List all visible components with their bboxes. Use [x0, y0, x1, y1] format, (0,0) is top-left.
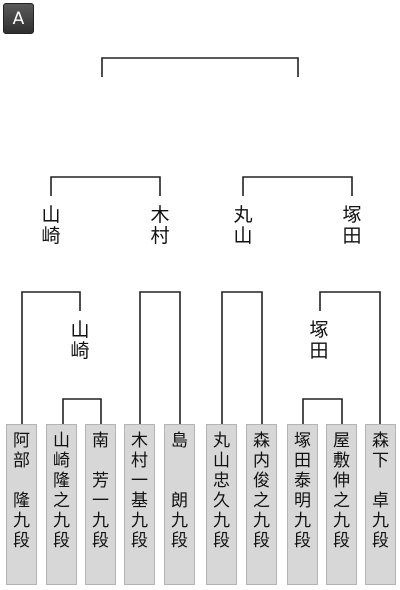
player-name: 森 内 俊 之 九 段 [253, 431, 270, 551]
semifinal-bracket-left [50, 176, 161, 196]
player-card: 屋 敷 伸 之 九 段 [326, 424, 357, 585]
player-card: 島 朗 九 段 [164, 424, 195, 585]
player-card: 阿 部 隆 九 段 [6, 424, 37, 585]
block-label-badge: A [3, 3, 34, 34]
player-card: 南 芳 一 九 段 [85, 424, 116, 585]
player-name: 島 朗 九 段 [171, 431, 188, 551]
player-card: 塚 田 泰 明 九 段 [287, 424, 318, 585]
final-bracket-line [101, 57, 299, 77]
player-name: 森 下 卓 九 段 [372, 431, 389, 551]
round1-winner-name: 塚 田 [309, 319, 329, 362]
player-card: 森 下 卓 九 段 [365, 424, 396, 585]
player-name: 南 芳 一 九 段 [92, 431, 109, 551]
prelim-bracket-tsukada-yashiki [302, 398, 343, 424]
semifinal-winner-name: 塚 田 [342, 204, 362, 247]
player-name: 阿 部 隆 九 段 [13, 431, 30, 551]
round1-winner-name: 山 崎 [70, 319, 90, 362]
player-name: 山 崎 隆 之 九 段 [53, 431, 70, 551]
semifinal-bracket-right [242, 176, 353, 196]
player-name: 木 村 一 基 九 段 [131, 431, 148, 551]
player-card: 丸 山 忠 久 九 段 [206, 424, 237, 585]
player-name: 塚 田 泰 明 九 段 [294, 431, 311, 551]
player-name: 丸 山 忠 久 九 段 [213, 431, 230, 551]
round1-bracket-kimura [139, 291, 181, 424]
prelim-bracket-yamazaki-minami [62, 398, 102, 424]
player-card: 木 村 一 基 九 段 [124, 424, 155, 585]
semifinal-winner-name: 木 村 [150, 204, 170, 247]
player-card: 山 崎 隆 之 九 段 [46, 424, 77, 585]
player-name: 屋 敷 伸 之 九 段 [333, 431, 350, 551]
round1-bracket-tsukada [319, 291, 381, 424]
player-card: 森 内 俊 之 九 段 [246, 424, 277, 585]
semifinal-winner-name: 山 崎 [41, 204, 61, 247]
round1-bracket-yamazaki [21, 291, 81, 424]
round1-bracket-maruyama [221, 291, 263, 424]
semifinal-winner-name: 丸 山 [233, 204, 253, 247]
